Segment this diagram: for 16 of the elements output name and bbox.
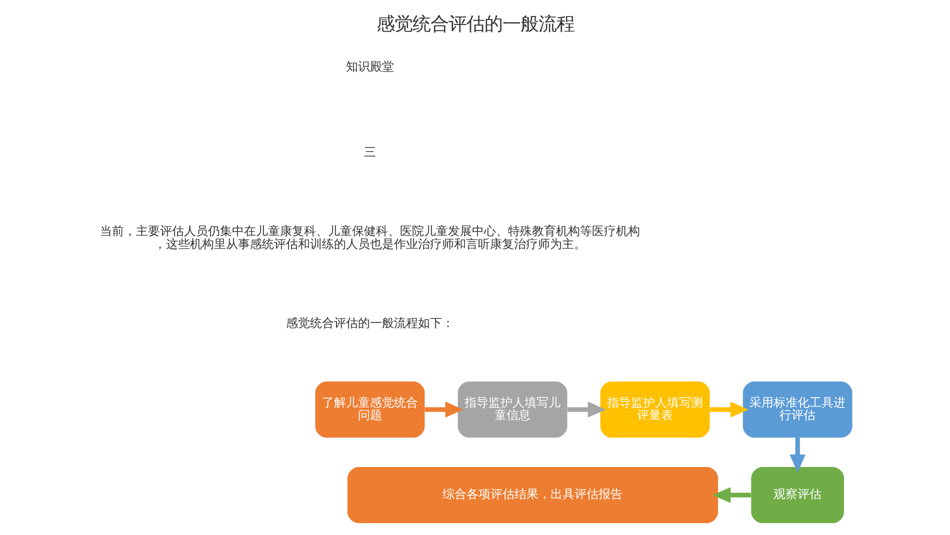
label: 当前，主要评估人员仍集中在儿童康复科、儿童保健科、医院儿童发展中心、特殊教育机构等医疗机构，这些机构里从事感统评估和训练的人员也是作业治疗师和言听康复治疗师为主。 bbox=[99, 224, 640, 252]
node-box: 了解儿童感觉统合问题 bbox=[314, 382, 424, 438]
arrow bbox=[789, 438, 806, 473]
arrow bbox=[424, 402, 463, 418]
node-box: 观察评估 bbox=[750, 467, 844, 524]
node-box: 指导监护人填写测评量表 bbox=[600, 382, 710, 438]
arrow bbox=[712, 487, 751, 504]
label: 三 bbox=[363, 145, 376, 160]
arrow bbox=[709, 402, 748, 418]
label: 感觉统合评估的一般流程如下： bbox=[285, 316, 454, 330]
node-box: 综合各项评估结果，出具评估报告 bbox=[346, 467, 718, 524]
node-box: 指导监护人填写儿童信息 bbox=[457, 382, 567, 438]
arrow bbox=[566, 402, 606, 418]
node-box: 采用标准化工具进行评估 bbox=[742, 382, 852, 438]
diagram-title: 感觉统合评估的一般流程 bbox=[376, 14, 574, 36]
label: 知识殿堂 bbox=[345, 60, 394, 74]
